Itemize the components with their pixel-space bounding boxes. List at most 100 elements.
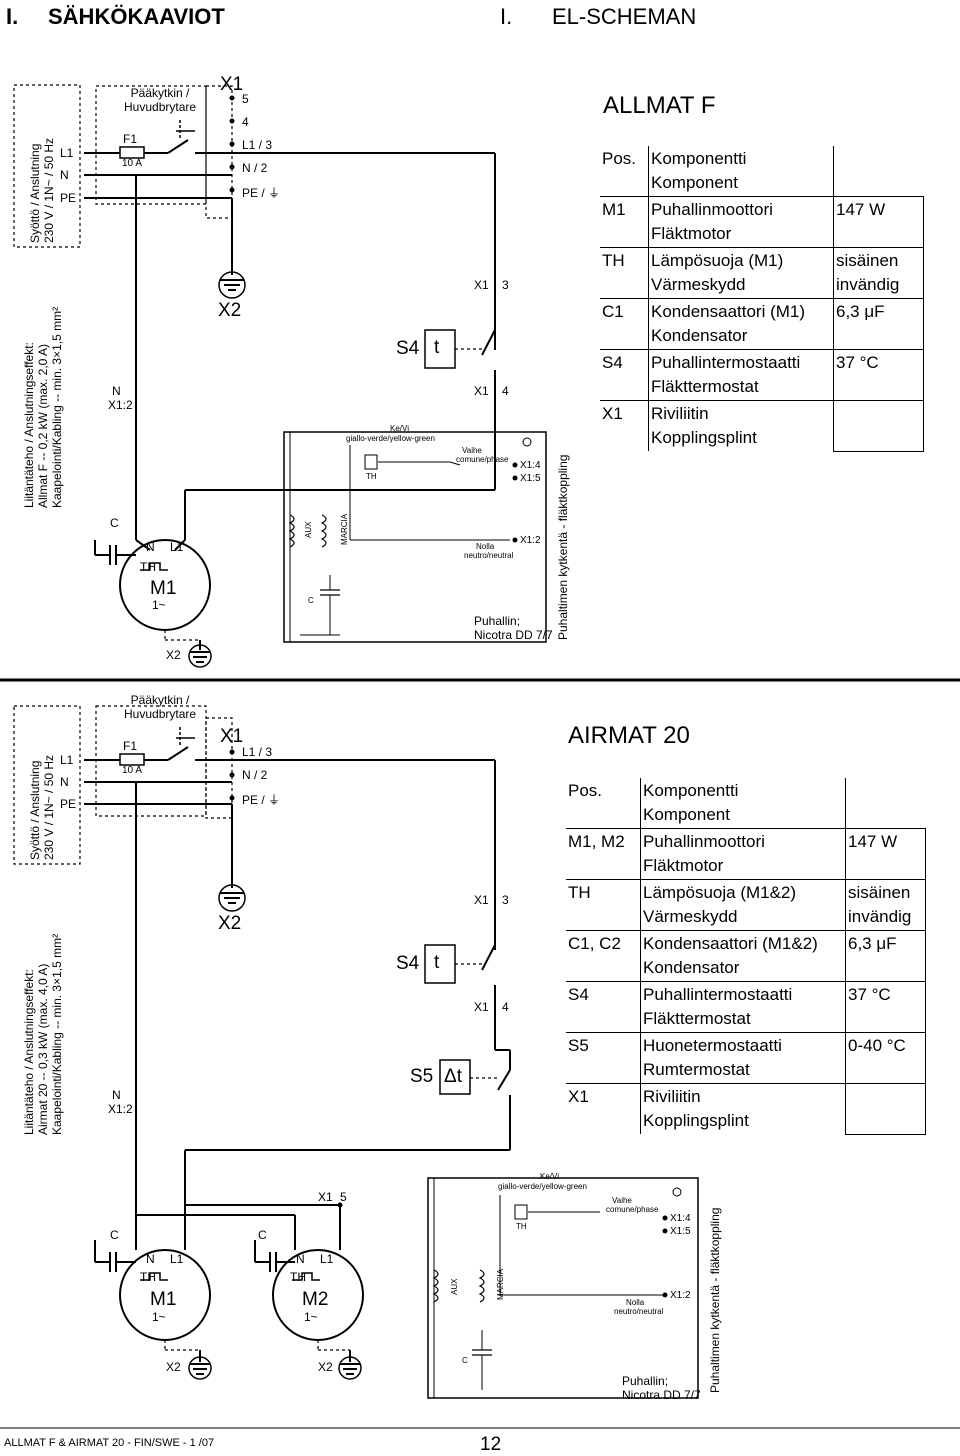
d1-motor-m1: M1 — [150, 578, 177, 599]
d2-thermostat-t-symbol: t — [434, 952, 440, 973]
d1-fan-neutral: neutro/neutral — [464, 551, 514, 560]
d1-fan-c: C — [308, 596, 314, 605]
d1-fan-model-1: Puhallin; — [474, 614, 521, 628]
d2-terminal-l1: L1 — [60, 753, 74, 767]
d2-fuse-rating: 10 A — [122, 765, 143, 776]
d2-fan-vaihe: Vaihe — [612, 1196, 632, 1205]
d1-fan-marcia: MARCIA — [340, 513, 349, 545]
d2-x1-4-b: 4 — [502, 1000, 509, 1014]
d2-fan-th: TH — [516, 1222, 527, 1231]
d2-s4-label: S4 — [396, 953, 420, 974]
d2-m1-x2: X2 — [166, 1360, 181, 1374]
d2-fan-yellow-green: giallo-verde/yellow-green — [498, 1182, 587, 1191]
d2-fan-aux: AUX — [450, 1278, 459, 1295]
d2-x1-pin-l1-3: L1 / 3 — [242, 745, 273, 759]
d1-thermostat-t-symbol: t — [434, 337, 440, 358]
d1-x12-label: X1:2 — [108, 398, 133, 412]
d2-fan-model-2: Nicotra DD 7/7 — [622, 1388, 701, 1402]
d2-x2-label: X2 — [218, 913, 242, 934]
d2-x1-3-b: 3 — [502, 893, 509, 907]
d1-fuse-label: F1 — [123, 132, 138, 146]
d1-x1-3-a: X1 — [474, 278, 489, 292]
d1-fan-model-2: Nicotra DD 7/7 — [474, 628, 553, 642]
footer-doc-ref: ALLMAT F & AIRMAT 20 - FIN/SWE - 1 /07 — [4, 1437, 215, 1449]
d1-fan-yellow-green: giallo-verde/yellow-green — [346, 434, 435, 443]
d1-s4-label: S4 — [396, 338, 420, 359]
d1-row4-val: 37 °C — [833, 349, 924, 401]
d2-row3-pos: C1, C2 — [566, 930, 641, 982]
d2-main-switch-label: Pääkytkin /Huvudbrytare — [124, 693, 197, 721]
d2-row1-pos: M1, M2 — [566, 828, 641, 880]
diagram2-title: AIRMAT 20 — [568, 722, 690, 749]
d2-x1-label: X1 — [220, 726, 244, 747]
d1-fan-x15: X1:5 — [520, 473, 541, 484]
d1-row3-pos: C1 — [600, 298, 649, 350]
d1-fan-phase: comune/phase — [456, 455, 509, 464]
d1-row1-val: 147 W — [833, 196, 924, 248]
d2-terminal-pe: PE — [60, 797, 77, 811]
d2-n-label: N — [112, 1088, 121, 1102]
d1-row2-pos: TH — [600, 247, 649, 299]
d2-terminal-n: N — [60, 775, 69, 789]
d1-row4-pos: S4 — [600, 349, 649, 401]
header-right-number: I. — [500, 4, 513, 29]
d2-head-val — [845, 778, 926, 829]
d2-m2-capacitor-c: C — [258, 1228, 267, 1242]
d1-x2-label: X2 — [218, 300, 242, 321]
d1-terminal-l1: L1 — [60, 146, 74, 160]
d2-x1-pin-pe: PE / ⏚ — [242, 793, 281, 807]
d2-m2-label: M2 — [302, 1289, 329, 1310]
d2-power-vertical-text: Liitäntäteho / Anslutningseffekt:Airmat … — [22, 933, 64, 1135]
d2-x12-label: X1:2 — [108, 1102, 133, 1116]
d2-m1-label: M1 — [150, 1289, 177, 1310]
d1-motor-x2: X2 — [166, 648, 181, 662]
d2-row4-pos: S4 — [566, 981, 641, 1033]
d2-row3-val: 6,3 μF — [845, 930, 926, 982]
d2-m1-capacitor-c: C — [110, 1228, 119, 1242]
d2-m2-phase: 1~ — [304, 1310, 318, 1324]
d1-row3-val: 6,3 μF — [833, 298, 924, 350]
d1-terminal-n: N — [60, 168, 69, 182]
d2-m2-l1: L1 — [320, 1252, 334, 1266]
d2-fan-x15: X1:5 — [670, 1226, 691, 1237]
d1-x1-pin-4: 4 — [242, 115, 249, 129]
d2-m2-x2: X2 — [318, 1360, 333, 1374]
d1-motor-n: N — [146, 540, 155, 554]
d2-row5-val: 0-40 °C — [845, 1032, 926, 1084]
d2-fan-marcia: MARCIA — [496, 1268, 505, 1300]
d1-head-pos: Pos. — [600, 146, 649, 197]
d2-fan-x14: X1:4 — [670, 1213, 691, 1224]
d1-x1-pin-l1-3: L1 / 3 — [242, 138, 273, 152]
d2-x1-5-a: X1 — [318, 1190, 333, 1204]
d1-power-vertical-text: Liitäntäteho / Anslutningseffekt:Allmat … — [22, 306, 64, 508]
header-left-title: SÄHKÖKAAVIOT — [48, 4, 225, 29]
d1-main-switch-label: Pääkytkin /Huvudbrytare — [124, 86, 197, 114]
d1-x1-pin-pe: PE / ⏚ — [242, 186, 281, 200]
d2-fan-phase: comune/phase — [606, 1205, 659, 1214]
table-row: C1 Kondensaattori (M1)Kondensator 6,3 μF — [600, 298, 924, 350]
d1-x1-3-b: 3 — [502, 278, 509, 292]
d2-fan-x12: X1:2 — [670, 1290, 691, 1301]
d1-head-val — [833, 146, 924, 197]
d1-row2-name: Lämpösuoja (M1)Värmeskydd — [648, 247, 834, 299]
d2-row6-val — [845, 1083, 926, 1135]
d2-row6-pos: X1 — [566, 1083, 641, 1134]
d2-head-pos: Pos. — [566, 778, 641, 829]
